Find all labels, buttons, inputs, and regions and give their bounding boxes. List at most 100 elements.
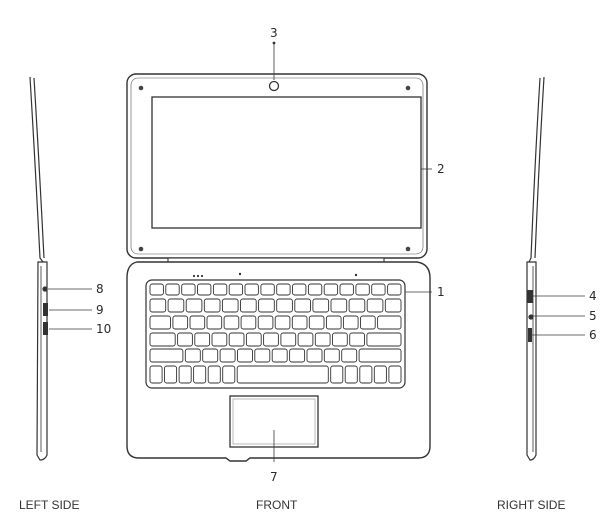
keyboard-key [289, 348, 306, 363]
keyboard-key [257, 315, 274, 330]
keyboard-key [306, 348, 323, 363]
callout-10: 10 [96, 322, 111, 336]
screw-icon [405, 246, 411, 252]
callout-1: 1 [437, 285, 445, 299]
display-screen [151, 96, 422, 229]
callout-6: 6 [589, 328, 597, 342]
keyboard-key [197, 283, 212, 296]
callout-7: 7 [270, 470, 278, 484]
keyboard-key [330, 365, 344, 384]
keyboard-key [312, 298, 330, 313]
keyboard-key [358, 348, 402, 363]
keyboard-key [276, 283, 291, 296]
screw-icon [138, 85, 144, 91]
keyboard-key [167, 298, 185, 313]
keyboard-key [323, 348, 340, 363]
webcam-icon [268, 80, 280, 92]
caption-left-side: LEFT SIDE [19, 498, 79, 512]
keyboard-key [330, 298, 348, 313]
left-port-9 [43, 303, 48, 316]
keyboard-key [388, 365, 402, 384]
caption-front: FRONT [256, 498, 298, 512]
keyboard-key [314, 332, 331, 347]
keyboard-key [355, 283, 370, 296]
right-side-view: 4 5 6 [526, 76, 597, 461]
keyboard-key [258, 298, 275, 313]
keyboard-key [271, 348, 288, 363]
callout-8: 8 [96, 282, 104, 296]
screw-icon [138, 246, 144, 252]
keyboard-key [164, 365, 178, 384]
keyboard-key [181, 283, 196, 296]
keyboard-key [172, 315, 189, 330]
keyboard-key [149, 332, 176, 347]
keyboard-key [221, 298, 239, 313]
keyboard-key [228, 283, 244, 296]
left-port-10 [43, 322, 48, 335]
keyboard-key [274, 315, 291, 330]
callout-2: 2 [437, 162, 445, 176]
keyboard-key [349, 332, 365, 347]
keyboard-key [260, 283, 275, 296]
caption-right-side: RIGHT SIDE [497, 498, 565, 512]
keyboard-key [228, 332, 245, 347]
keyboard-key [219, 348, 236, 363]
keyboard-key [149, 283, 164, 296]
keyboard-key [177, 332, 193, 347]
keyboard-key [206, 315, 223, 330]
keyboard-key [189, 315, 206, 330]
keyboard-key [342, 315, 359, 330]
keyboard-key [297, 332, 314, 347]
keyboard-key [178, 365, 192, 384]
keyboard-key [292, 283, 307, 296]
keyboard-key [193, 365, 207, 384]
keyboard-key [348, 298, 366, 313]
keyboard-key [240, 298, 257, 313]
keyboard-key [149, 315, 171, 330]
keyboard-key [184, 348, 201, 363]
right-port-5 [528, 314, 534, 320]
keyboard-key [149, 348, 184, 363]
keyboard-key [240, 315, 257, 330]
keyboard-key [254, 348, 271, 363]
keyboard-key [207, 365, 221, 384]
front-view: 3 2 1 7 [126, 26, 445, 484]
callout-3: 3 [270, 26, 278, 40]
keyboard-key [323, 283, 339, 296]
keyboard-key [387, 283, 402, 296]
keyboard-key [341, 348, 358, 363]
keyboard-key [244, 283, 259, 296]
keyboard-key [308, 315, 325, 330]
keyboard-key [377, 315, 402, 330]
keyboard-key [276, 298, 293, 313]
keyboard-key [384, 298, 402, 313]
keyboard-key [360, 315, 376, 330]
left-side-view: 8 9 10 [29, 76, 111, 461]
right-port-6 [528, 328, 532, 342]
keyboard-key [280, 332, 297, 347]
keyboard-key [149, 298, 167, 313]
right-port-4 [527, 290, 533, 303]
keyboard-key [222, 365, 236, 384]
keyboard-key [263, 332, 279, 347]
keyboard-key [291, 315, 308, 330]
keyboard-key [344, 365, 358, 384]
keyboard-key [307, 283, 323, 296]
callout-9: 9 [96, 303, 104, 317]
keyboard-key [202, 348, 219, 363]
keyboard-key [203, 298, 221, 313]
keyboard-key [359, 365, 373, 384]
keyboard-key [236, 365, 329, 384]
keyboard-key [366, 298, 384, 313]
keyboard-key [325, 315, 342, 330]
keyboard-key [237, 348, 253, 363]
keyboard-key [294, 298, 311, 313]
callout-5: 5 [589, 309, 597, 323]
left-port-8 [42, 286, 48, 292]
keyboard-key [339, 283, 354, 296]
keyboard-key [223, 315, 240, 330]
keyboard-keys [149, 283, 402, 384]
keyboard-key [149, 365, 163, 384]
keyboard-key [211, 332, 228, 347]
